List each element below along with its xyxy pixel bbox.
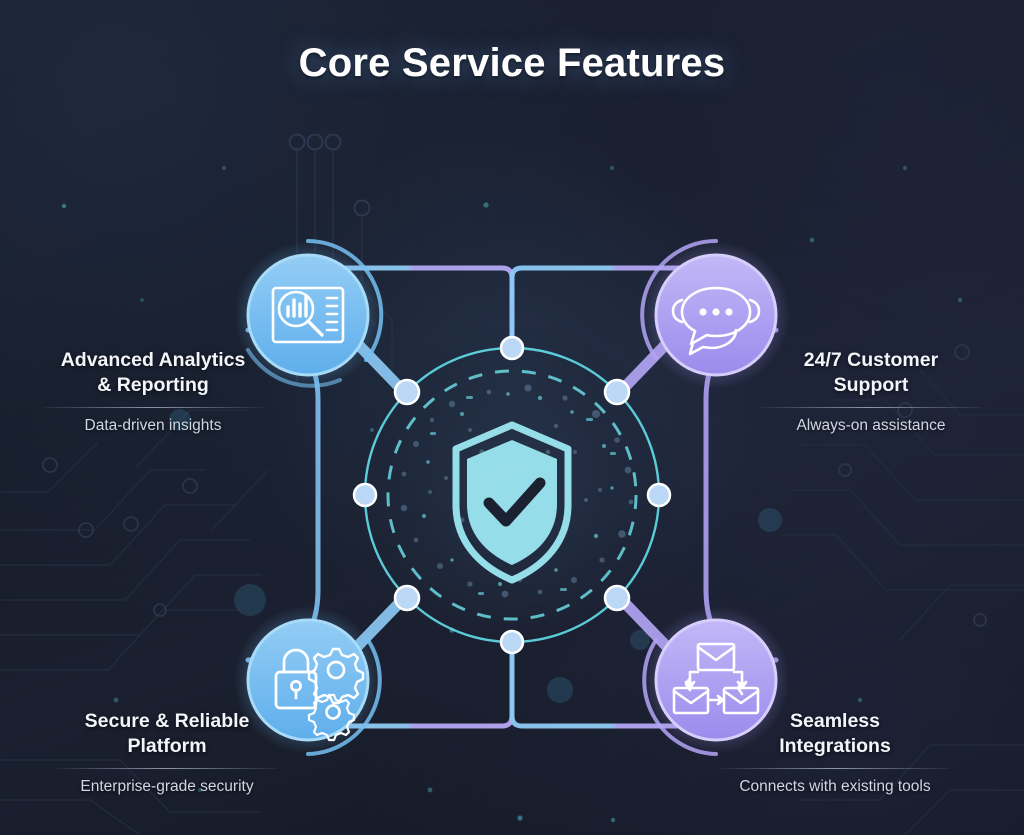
feature-title-integrations: Seamless Integrations — [779, 710, 891, 757]
feature-node-secure[interactable] — [234, 606, 382, 756]
feature-node-integrations[interactable] — [642, 606, 790, 756]
feature-subtitle-integrations: Connects with existing tools — [739, 778, 931, 795]
lock-gears-icon — [274, 647, 365, 742]
page-title: Core Service Features — [298, 41, 726, 85]
envelopes-flow-icon — [672, 642, 760, 715]
integrations-orbit-arc — [642, 638, 718, 756]
feature-node-analytics[interactable] — [234, 239, 384, 389]
feature-label-support: 24/7 Customer Support Always-on assistan… — [760, 348, 982, 436]
feature-subtitle-analytics: Data-driven insights — [84, 417, 222, 434]
feature-title-secure: Secure & Reliable Platform — [84, 710, 250, 757]
divider — [56, 768, 278, 769]
feature-node-support[interactable] — [640, 239, 790, 389]
feature-title-support: 24/7 Customer Support — [803, 349, 939, 396]
divider — [760, 407, 982, 408]
chat-bubbles-icon — [671, 286, 761, 356]
feature-subtitle-support: Always-on assistance — [796, 417, 946, 434]
analytics-orbit-arc — [306, 239, 384, 362]
feature-label-analytics: Advanced Analytics & Reporting Data-driv… — [42, 348, 264, 436]
hub-nodes — [352, 335, 672, 655]
divider — [720, 768, 950, 769]
feature-title-analytics: Advanced Analytics & Reporting — [60, 349, 246, 396]
analytics-chart-search-icon — [271, 286, 345, 344]
feature-label-secure: Secure & Reliable Platform Enterprise-gr… — [56, 709, 278, 797]
shield-check-icon — [452, 421, 572, 584]
hub-particle-field — [400, 384, 634, 598]
feature-label-integrations: Seamless Integrations Connects with exis… — [720, 709, 950, 797]
support-orbit-arc — [640, 239, 718, 360]
divider — [42, 407, 264, 408]
hub-dashed-ring — [386, 369, 638, 621]
feature-subtitle-secure: Enterprise-grade security — [80, 778, 254, 795]
analytics-orbit-arc-2 — [246, 348, 342, 388]
secure-orbit-arc — [306, 638, 382, 756]
